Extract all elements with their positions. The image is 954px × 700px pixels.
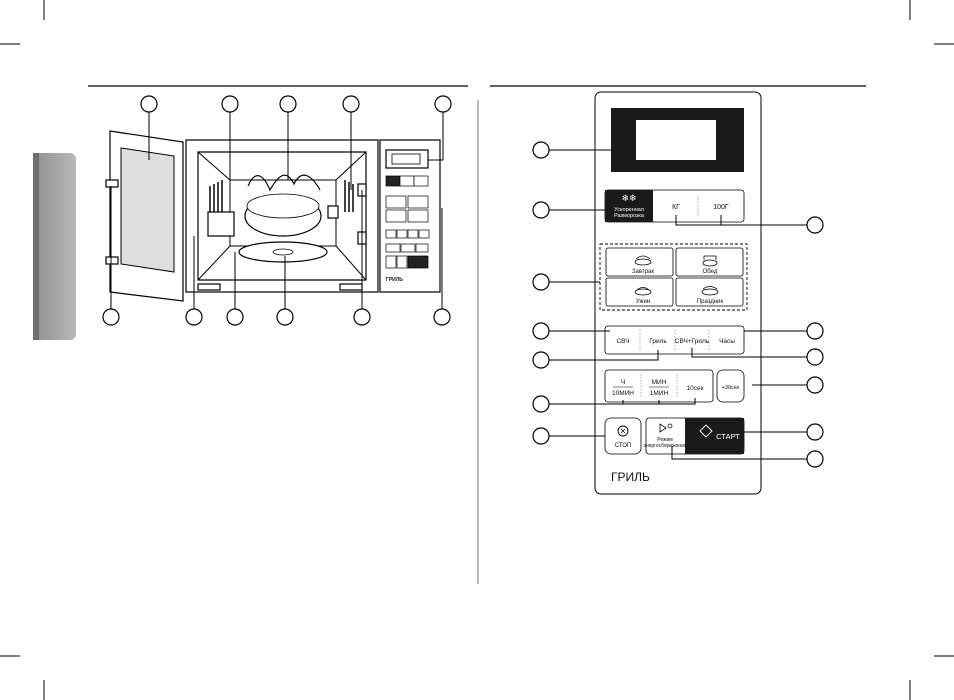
ten-min-label: 10МИН: [612, 390, 634, 397]
menu-lunch-label: Обед: [703, 269, 718, 275]
panel-brand-label: ГРИЛЬ: [611, 470, 650, 484]
coupler: [273, 249, 293, 255]
turntable-inner: [247, 194, 319, 218]
combo-button[interactable]: СВЧ+Гриль: [675, 338, 710, 345]
kg-button[interactable]: КГ: [672, 204, 680, 211]
defrost-label-2: Разморозка: [614, 213, 645, 219]
menu-breakfast-label: Завтрак: [632, 269, 654, 275]
grill-button[interactable]: Гриль: [649, 338, 667, 345]
menu-dinner-label: Ужин: [636, 299, 650, 305]
defrost-icon: ❄❄: [621, 194, 636, 204]
waveguide-cover: [208, 212, 234, 236]
start-label: СТАРТ: [716, 432, 740, 441]
control-panel-illustration: ❄❄ Ускоренная Разморозка КГ 100Г Завтрак…: [595, 92, 761, 494]
oven-illustration: ГРИЛЬ: [106, 131, 440, 301]
hours-button[interactable]: Ч: [621, 379, 625, 386]
plus30-label: +30сек: [722, 385, 740, 391]
side-vent-right: [344, 180, 354, 212]
menu-holiday-label: Праздник: [697, 299, 724, 305]
door-window: [121, 148, 174, 272]
g100-button[interactable]: 100Г: [713, 204, 729, 211]
one-min-label: 1МИН: [650, 390, 669, 397]
clock-button[interactable]: Часы: [719, 338, 735, 345]
minutes-button[interactable]: МИН: [652, 379, 667, 386]
ten-sec-button[interactable]: 10сек: [687, 385, 704, 392]
eco-label-2: энергосбережения: [643, 443, 687, 449]
door-hinge-top: [106, 180, 118, 187]
door-hinge-bottom: [106, 257, 118, 264]
oven-panel-brand: ГРИЛЬ: [386, 277, 403, 283]
micro-button[interactable]: СВЧ: [616, 338, 629, 345]
stop-label: СТОП: [615, 443, 632, 449]
control-display-window: [636, 120, 716, 160]
door-lock-hole: [328, 206, 338, 218]
